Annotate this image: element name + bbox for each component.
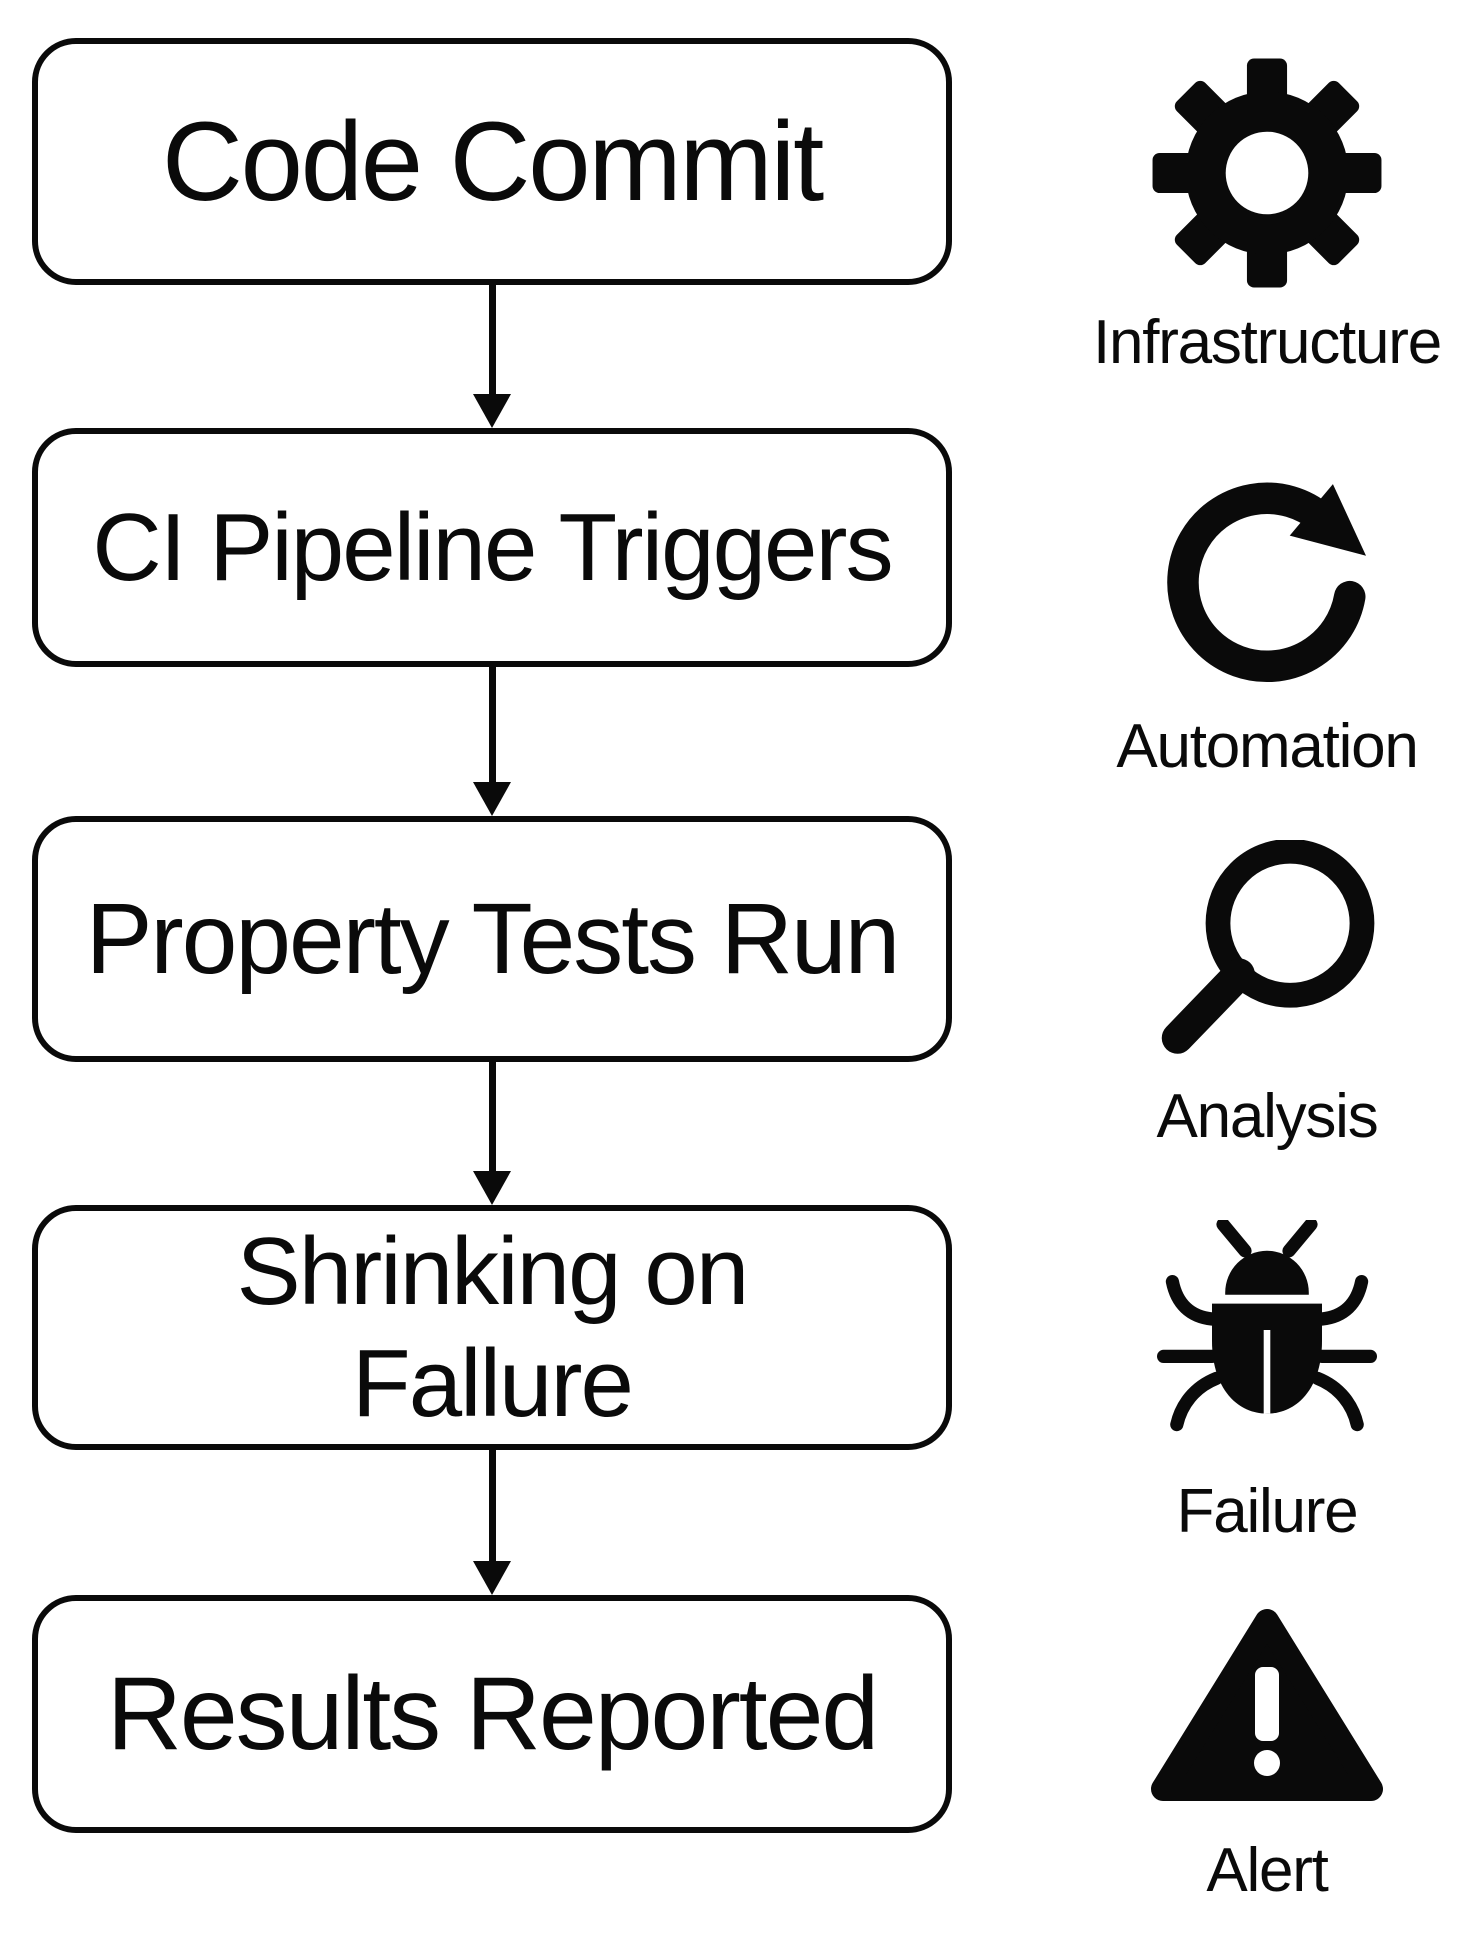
legend-item-automation: Automation: [1067, 473, 1463, 782]
flow-step-ci-pipeline-triggers: CI Pipeline Triggers: [32, 428, 952, 667]
legend-item-failure: Failure: [1067, 1220, 1463, 1547]
flow-step-property-tests-run: Property Tests Run: [32, 816, 952, 1062]
legend-label: Infrastructure: [1093, 308, 1442, 377]
magnifying-glass-icon: [1161, 840, 1374, 1054]
legend-label: Failure: [1176, 1477, 1359, 1546]
arrow-line: [488, 285, 496, 398]
arrow-line: [488, 667, 496, 786]
legend-item-alert: Alert: [1067, 1605, 1463, 1906]
warning-triangle-icon: [1151, 1609, 1383, 1801]
flow-arrow-4: [473, 1450, 511, 1595]
legend-label: Analysis: [1156, 1082, 1379, 1151]
flow-step-label: Code Commit: [162, 99, 824, 224]
flow-step-label: Property Tests Run: [85, 882, 901, 995]
arrow-head-icon: [473, 1561, 511, 1595]
legend-item-infrastructure: Infrastructure: [1067, 55, 1463, 378]
legend-item-analysis: Analysis: [1067, 840, 1463, 1152]
arrow-line: [488, 1450, 496, 1565]
bug-icon: [1157, 1220, 1377, 1432]
flow-step-code-commit: Code Commit: [32, 38, 952, 285]
flow-step-shrinking-on-failure: Shrinking on Fallure: [32, 1205, 952, 1450]
flow-arrow-3: [473, 1062, 511, 1205]
arrow-head-icon: [473, 1171, 511, 1205]
legend-label: Alert: [1206, 1836, 1329, 1905]
gear-icon: [1152, 58, 1382, 288]
refresh-arrow-icon: [1167, 482, 1367, 682]
arrow-line: [488, 1062, 496, 1175]
flow-step-results-reported: Results Reported: [32, 1595, 952, 1833]
arrow-head-icon: [473, 394, 511, 428]
flow-step-label: CI Pipeline Triggers: [92, 493, 893, 601]
flow-arrow-1: [473, 285, 511, 428]
flow-step-label: Results Reported: [106, 1655, 879, 1772]
arrow-head-icon: [473, 782, 511, 816]
legend-label: Automation: [1116, 712, 1418, 781]
flow-arrow-2: [473, 667, 511, 816]
flow-step-label: Shrinking on Fallure: [236, 1218, 750, 1437]
